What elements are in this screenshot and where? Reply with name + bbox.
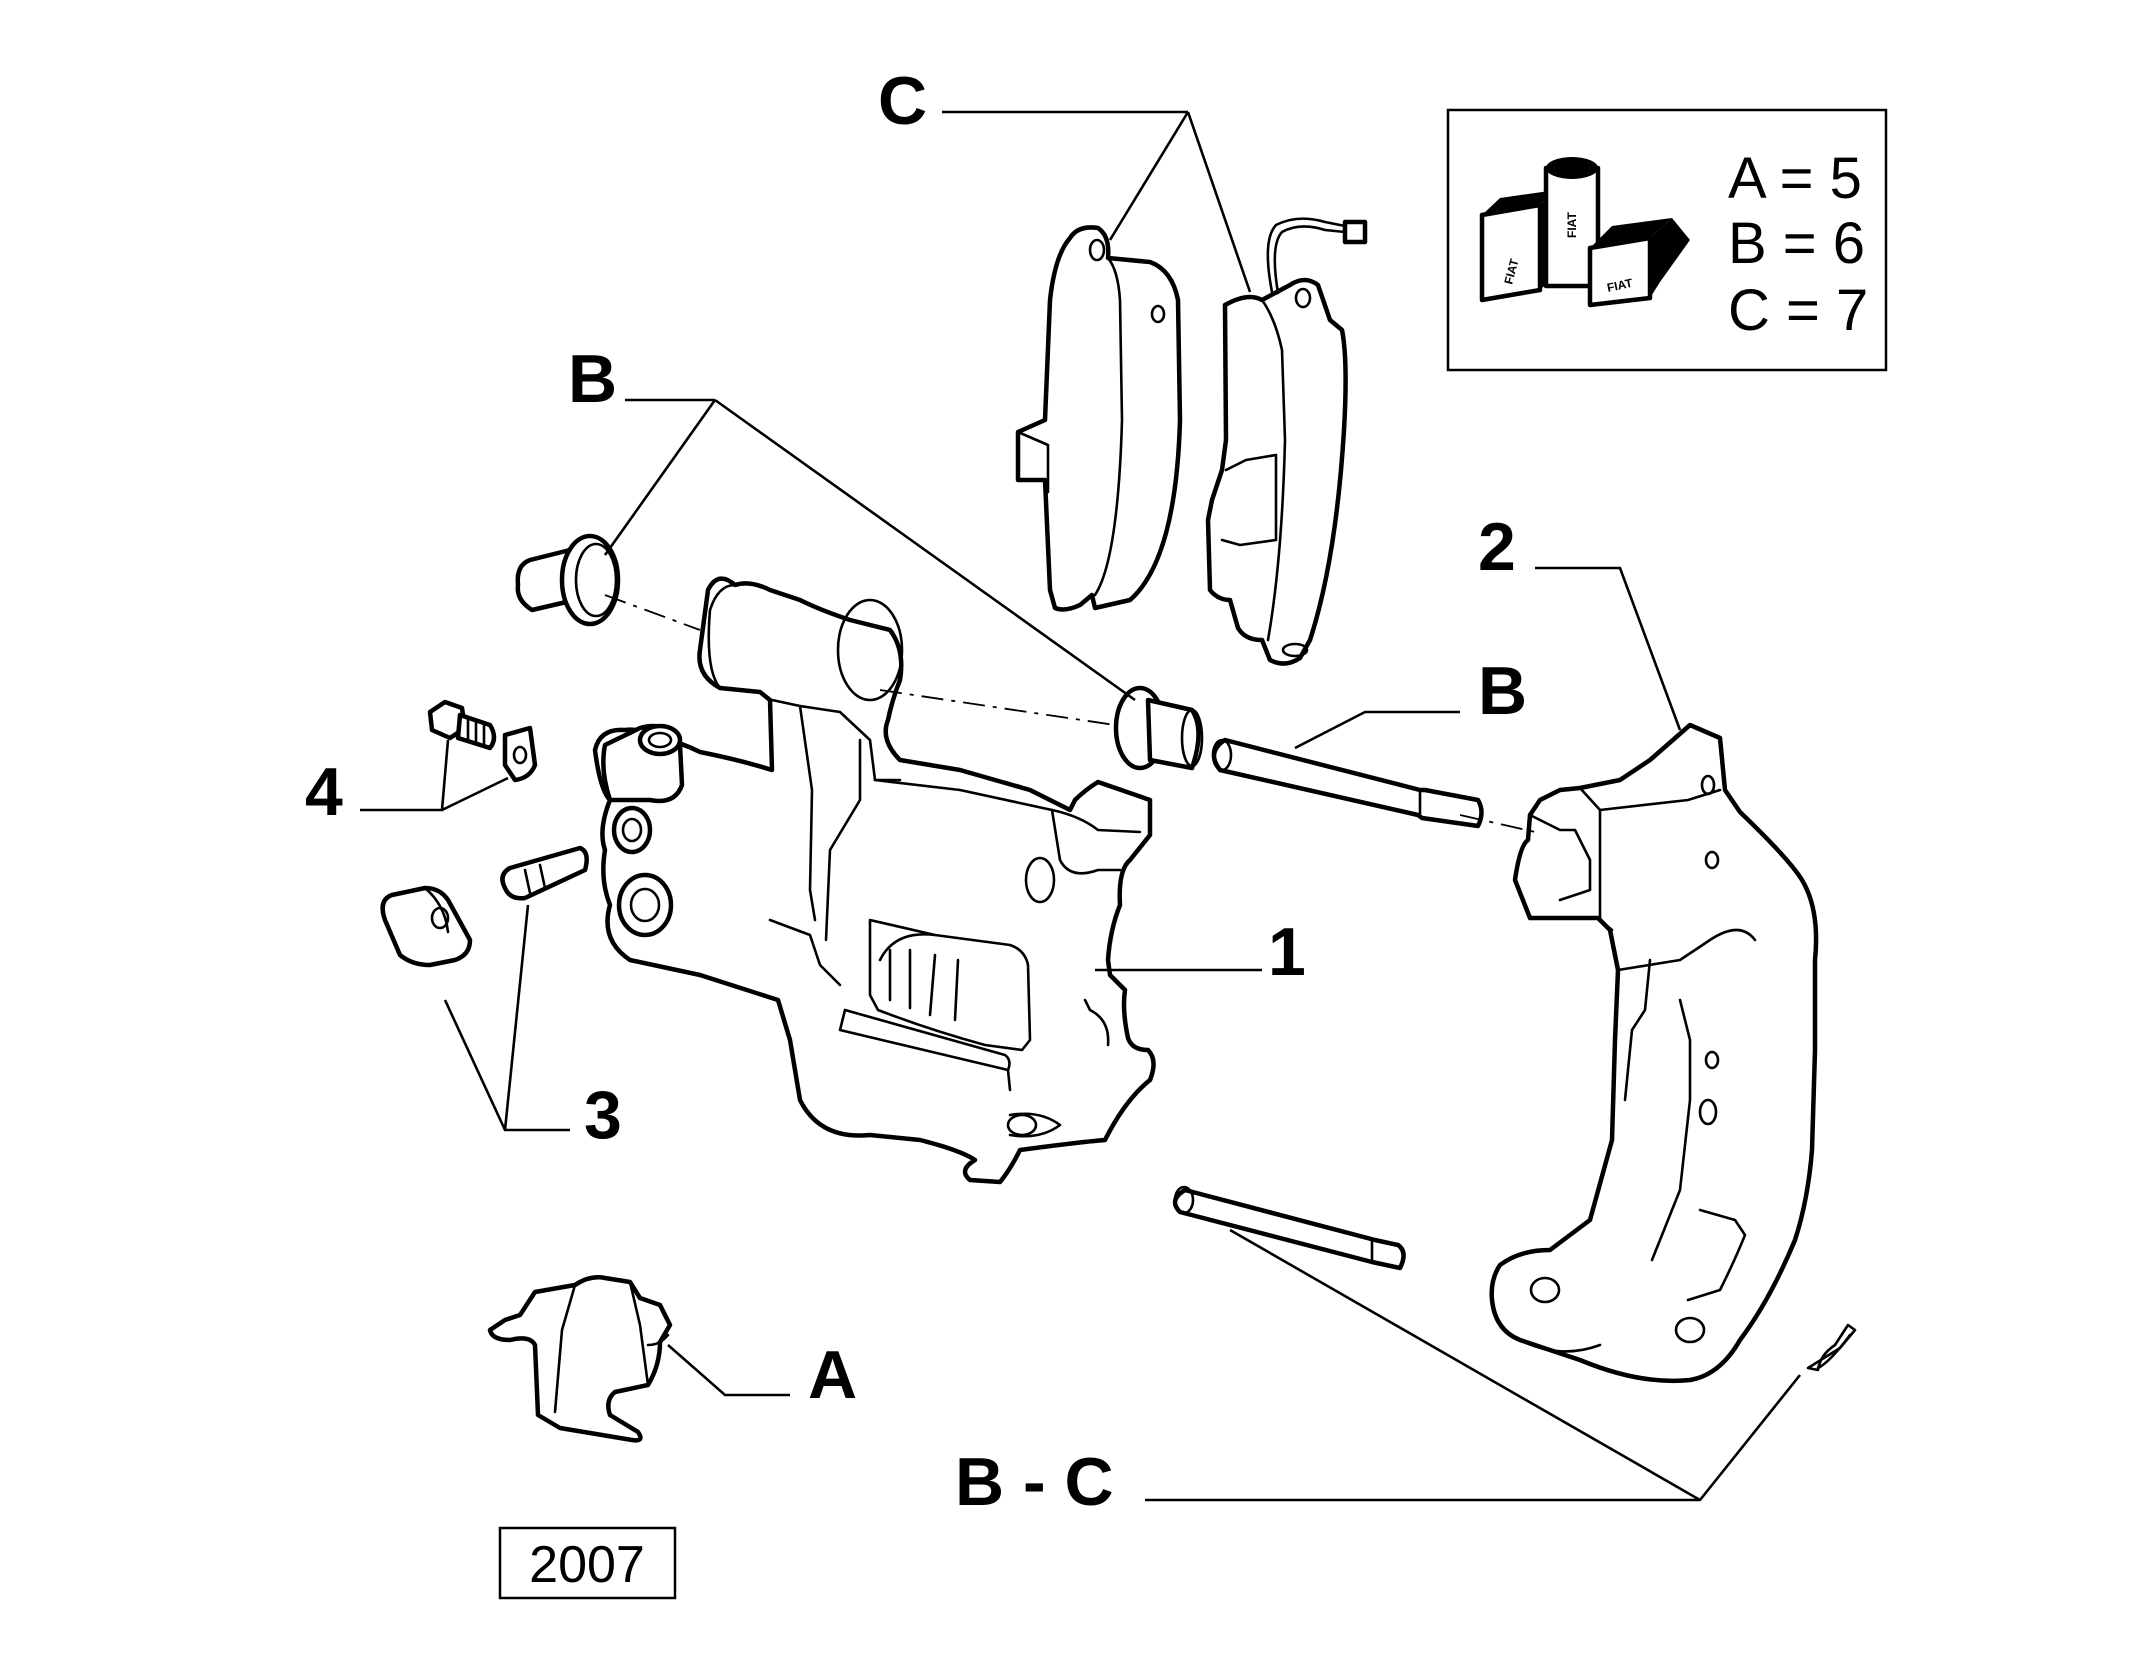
- guide-pin-upper: [1211, 737, 1484, 829]
- guide-bushing-middle: [1113, 685, 1204, 771]
- dust-cap: [380, 885, 473, 968]
- kit-line-a: A = 5: [1728, 146, 1862, 211]
- fiat-parts-boxes-icon: FIAT FIAT FIAT: [1479, 157, 1690, 308]
- guide-bushing-top: [515, 533, 621, 627]
- leader-2: [1535, 566, 1682, 731]
- callout-4: 4: [305, 754, 343, 830]
- caliper-bolt: [427, 699, 497, 751]
- caliper-carrier-bracket: [1489, 722, 1819, 1384]
- kit-icon-label-1: FIAT: [1501, 257, 1521, 286]
- leader-a: [667, 1344, 790, 1397]
- brake-pad-right-with-sensor: [1205, 217, 1368, 666]
- bolt-washer-plate: [502, 725, 538, 783]
- leader-b-top: [603, 398, 1136, 702]
- kit-line-b: B = 6: [1728, 211, 1865, 276]
- callout-1: 1: [1268, 914, 1306, 990]
- axis-line-upper: [604, 594, 1116, 726]
- callout-b-c: B - C: [955, 1444, 1114, 1520]
- kit-icon-label-2: FIAT: [1565, 212, 1579, 238]
- callout-a: A: [808, 1337, 857, 1413]
- leader-bc: [1145, 1228, 1802, 1502]
- bleed-screw: [500, 845, 589, 901]
- guide-pin-lower: [1172, 1185, 1406, 1271]
- callout-2: 2: [1478, 509, 1516, 585]
- leader-c: [942, 110, 1252, 293]
- leader-b-right: [1294, 710, 1460, 750]
- anti-rattle-spring-clip: [487, 1275, 673, 1443]
- callout-3: 3: [584, 1077, 622, 1153]
- year-label: 2007: [529, 1536, 645, 1594]
- callout-b-top: B: [568, 341, 617, 417]
- kit-legend-box: FIAT FIAT FIAT A = 5 B = 6 C = 7: [1446, 108, 1888, 372]
- brake-pad-left: [1015, 225, 1183, 612]
- caliper-body: [592, 576, 1156, 1185]
- kit-line-c: C = 7: [1728, 278, 1868, 343]
- leader-4: [360, 739, 509, 812]
- leader-3: [443, 904, 570, 1132]
- callout-b-right: B: [1478, 653, 1527, 729]
- callout-c: C: [878, 63, 927, 139]
- retaining-spring-pin: [1806, 1323, 1857, 1372]
- kit-icon-label-3: FIAT: [1606, 276, 1635, 295]
- axis-line-lower: [1459, 814, 1536, 833]
- year-label-box: 2007: [498, 1526, 677, 1600]
